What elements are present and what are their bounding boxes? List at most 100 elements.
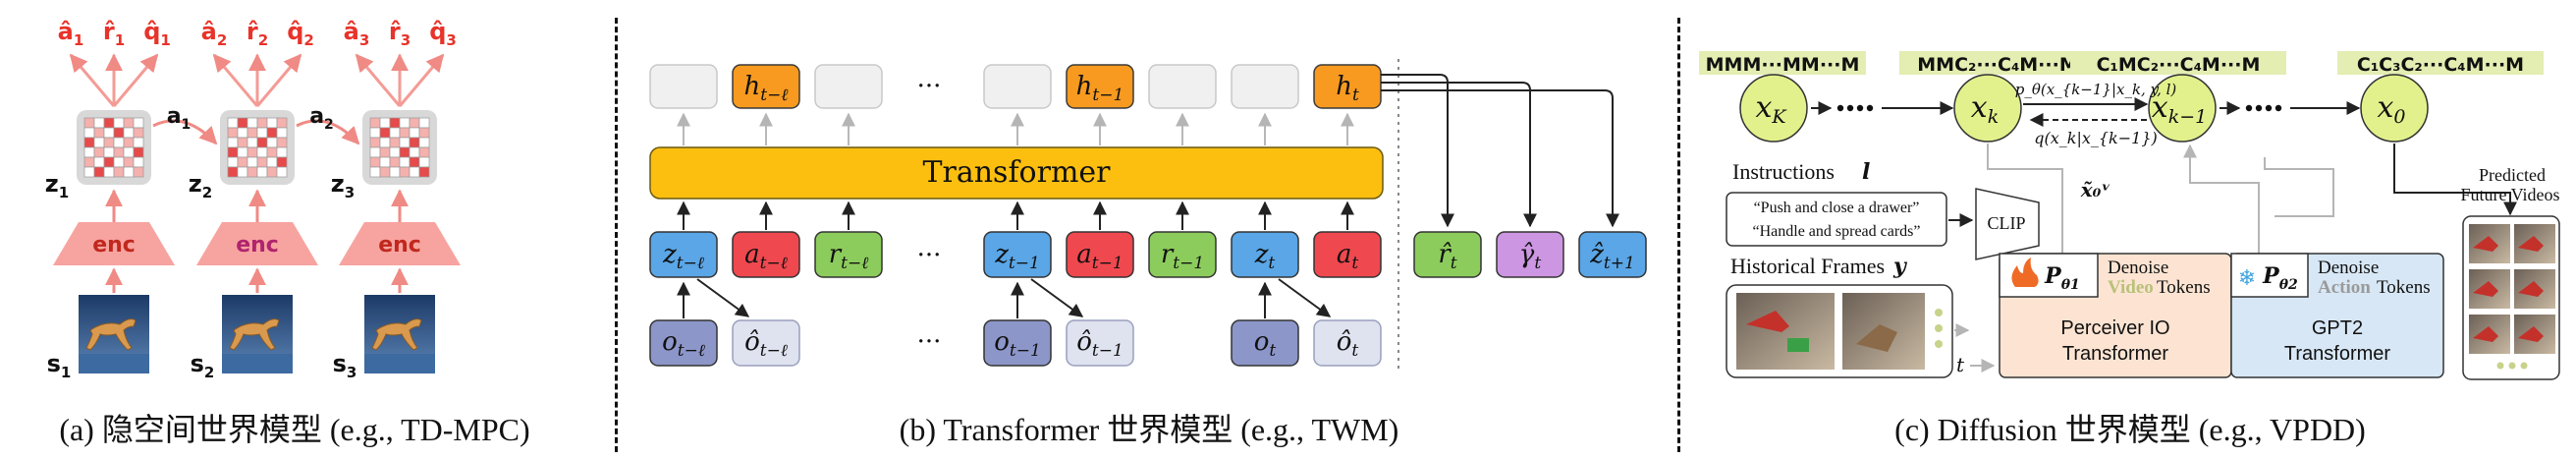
timestep-label-main: t [1956, 353, 1965, 376]
latent-cell [256, 117, 268, 129]
token-strip-label-4-main: C₁C₃C₂···C₄M···M [2357, 54, 2524, 76]
latent-cell [379, 146, 391, 158]
token-strip-label-2-main: MMC₂···C₄M···M [1917, 54, 2077, 76]
reverse-process-label-main: p_θ(x_{k−1}|x_k, y, l) [2015, 81, 2177, 98]
input-token-8 [1313, 231, 1382, 278]
observation-label-1-main: o [662, 327, 678, 357]
latent-cell [93, 137, 105, 148]
encoder-shape-1 [53, 222, 175, 265]
prediction-label-2-1-sub: 2 [217, 31, 227, 49]
action-label-2: a2 [309, 104, 334, 133]
perceiver-name-1-main: Perceiver IO [2060, 317, 2169, 339]
input-token-7 [1231, 231, 1299, 278]
latent-cell [266, 117, 278, 129]
token-to-reconstruction-arrow [1278, 278, 1332, 317]
prediction-label-3-3-main: q̂ [429, 18, 446, 45]
prediction-label-2-2-main: r̂ [247, 18, 258, 45]
caption-transformer-world-model: (b) Transformer 世界模型 (e.g., TWM) [899, 412, 1399, 447]
chain-dot [1846, 104, 1854, 112]
input-token-label-5: at−1 [1076, 240, 1123, 273]
reconstruction-label-1-main: ô [744, 327, 760, 357]
forward-process-label-main: q(x_k|x_{k−1}) [2034, 129, 2158, 147]
token-to-reconstruction-arrow [696, 278, 750, 317]
latent-cell [389, 127, 401, 139]
reverse-process-label: p_θ(x_{k−1}|x_k, y, l) [2015, 81, 2177, 98]
frames-var-main: y [1892, 254, 1908, 279]
chain-dot [2245, 104, 2253, 112]
input-token-label-5-sub: t−1 [1092, 254, 1124, 273]
output-to-videos-arrow [2393, 143, 2517, 216]
input-token-label-1-sub: t−ℓ [677, 254, 704, 273]
latent-label-1-sub: 1 [59, 184, 69, 201]
gpt2-tokens-label-main: Tokens [2377, 277, 2431, 298]
gpt2-action-label-main: Action [2318, 277, 2371, 298]
latent-cell [113, 127, 125, 139]
prediction-label-3-3: q̂3 [429, 18, 457, 49]
latent-cell [389, 156, 401, 168]
reconstruction-label-2: ôt−1 [1076, 327, 1124, 361]
prediction-head-label-1: r̂t [1438, 240, 1456, 273]
latent-cell [266, 146, 278, 158]
latent-cell [227, 117, 239, 129]
state-image-floor [79, 354, 149, 373]
latent-cell [227, 166, 239, 178]
token-strip-label-1: MMM···MM···M [1706, 54, 1860, 76]
token-strip-label-3: C₁MC₂···C₄M···M [2097, 54, 2261, 76]
input-token-6 [1148, 231, 1217, 278]
divider-left [615, 18, 618, 452]
state-label-2-sub: 2 [204, 364, 214, 381]
input-token-label-6-main: r [1161, 240, 1175, 269]
input-token-label-3-sub: t−ℓ [841, 254, 868, 273]
state-label-3: s3 [333, 350, 357, 381]
prediction-label-2-1: â2 [201, 18, 228, 49]
prediction-label-2-3: q̂2 [287, 18, 314, 49]
panel-diffusion-world-model: MMM···MM···M MMC₂···C₄M···M C₁MC₂···C₄M···… [1699, 51, 2560, 380]
frames-title-main: Historical Frames [1730, 254, 1885, 278]
ellipsis-top: ··· [917, 72, 942, 101]
prediction-label-1-1-sub: 1 [74, 31, 83, 49]
output-to-head-arrow [1381, 89, 1619, 228]
state-image-floor [364, 354, 435, 373]
output-token-label-2-sub: t−ℓ [760, 86, 788, 105]
ellipsis-top-main: ··· [917, 72, 942, 101]
block-icon [1787, 338, 1809, 352]
clip-label-main: CLIP [1987, 213, 2025, 233]
latent-cell [389, 117, 401, 129]
diffusion-node-label-2-sub: k [1988, 106, 2000, 128]
state-label-3-sub: 3 [347, 364, 356, 381]
prediction-label-1-2-main: r̂ [103, 18, 115, 45]
encoder-label-3: enc [378, 233, 421, 258]
diffusion-node-label-2-main: x [1971, 90, 1988, 125]
latent-cell [83, 117, 95, 129]
latent-cell [418, 156, 430, 168]
encoder-label-1: enc [92, 233, 136, 258]
latent-cell [399, 137, 411, 148]
instructions-var: l [1862, 159, 1870, 185]
state-image-floor [222, 354, 293, 373]
dog-icon [371, 318, 422, 351]
state-label-1-main: s [47, 350, 61, 377]
input-token-2 [732, 231, 800, 278]
output-token-5 [1066, 64, 1134, 109]
prediction-head-label-2-main: γ̂ [1519, 240, 1535, 269]
latent-cell [247, 156, 258, 168]
input-token-label-7-sub: t [1268, 254, 1275, 273]
chain-dot [2255, 104, 2263, 112]
prediction-arrow [398, 53, 445, 107]
latent-cell [227, 156, 239, 168]
predicted-video-token-label-main: x̃₀ᵛ [2080, 178, 2111, 201]
diffusion-node-label-1-main: x [1755, 90, 1772, 125]
predicted-videos-title-2-main: Future Videos [2460, 185, 2559, 204]
latent-cell [247, 146, 258, 158]
token-strip-1 [1699, 51, 1866, 75]
forward-process-label: q(x_k|x_{k−1}) [2034, 129, 2158, 147]
latent-cell [113, 137, 125, 148]
latent-cell [133, 127, 144, 139]
clip-encoder-shape [1975, 188, 2040, 260]
latent-cell [113, 117, 125, 129]
prediction-label-3-2: r̂3 [389, 18, 411, 49]
latent-label-2-main: z [189, 170, 202, 198]
observation-token-1 [649, 319, 718, 367]
input-token-label-6-sub: t−1 [1173, 254, 1204, 273]
